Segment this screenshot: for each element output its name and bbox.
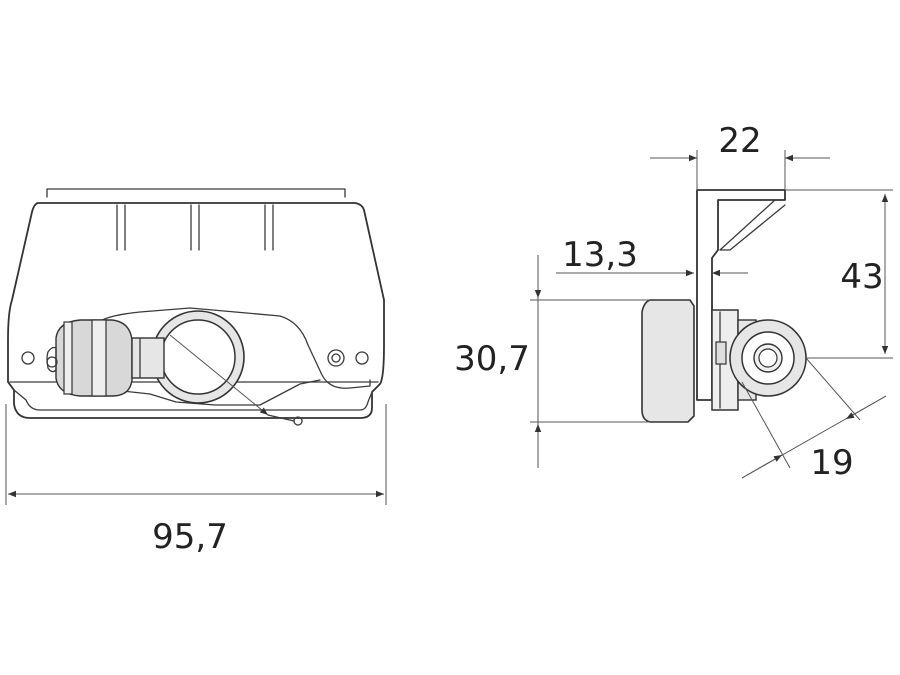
mount-plate-bottom — [94, 379, 321, 406]
round-gland — [729, 319, 807, 401]
dim-22-label: 22 — [718, 121, 761, 161]
front-view: 95,7 — [5, 188, 387, 557]
bracket-gusset — [719, 199, 786, 251]
dim-19-arrow-a — [741, 454, 783, 479]
bracket — [696, 189, 786, 401]
ext-19-b — [805, 357, 861, 421]
top-rail — [46, 188, 346, 198]
side-view: 22 13,3 43 30,7 19 — [454, 121, 893, 483]
dim-19-arrow-b — [845, 395, 887, 420]
dim-19-label: 19 — [810, 443, 853, 483]
screw-holes — [21, 349, 369, 368]
cable-gland — [46, 319, 165, 397]
dim-43-label: 43 — [840, 257, 883, 297]
lamp-body — [641, 299, 695, 423]
dim-13-3-label: 13,3 — [562, 235, 638, 275]
dim-30-7-label: 30,7 — [454, 339, 530, 379]
ext-19-a — [741, 381, 791, 469]
housing-outline — [7, 202, 385, 419]
mount-plate — [94, 307, 371, 389]
slots — [116, 204, 274, 251]
fastener-pin — [715, 341, 727, 365]
ring-inner — [160, 319, 236, 395]
housing-inner-lower — [13, 389, 373, 411]
width-dim-label: 95,7 — [152, 517, 228, 557]
ring-leader — [169, 334, 269, 416]
